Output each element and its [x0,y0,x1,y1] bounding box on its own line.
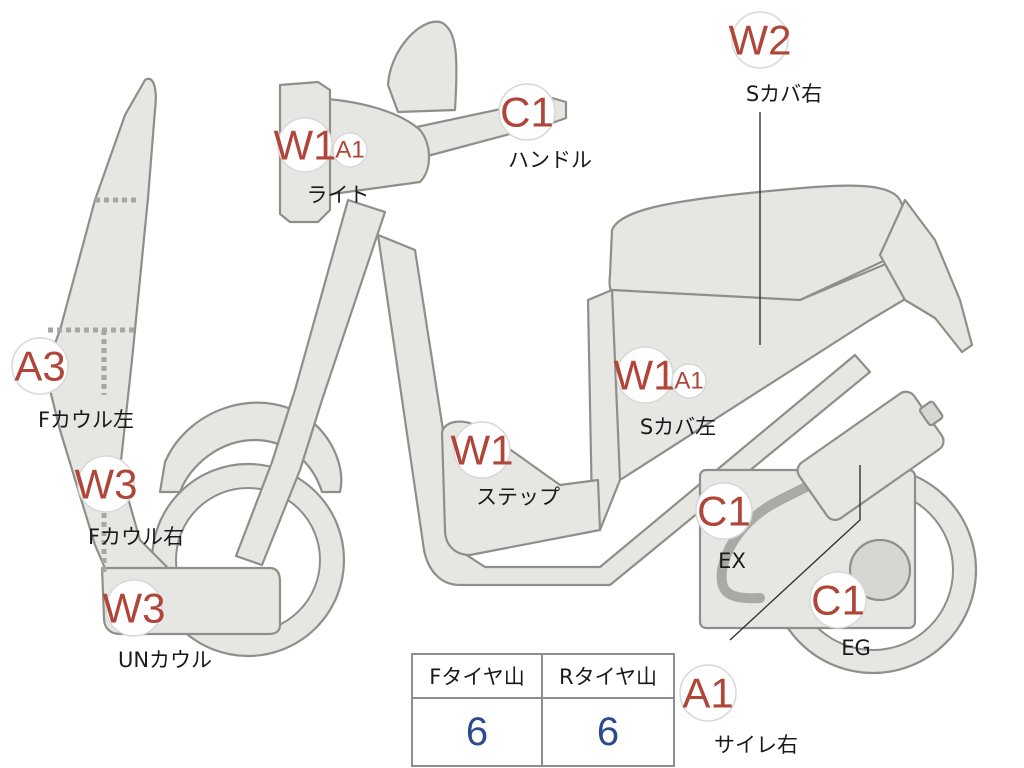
marker-s-cover-right-label: Sカバ右 [746,82,822,106]
front-fork [234,198,387,567]
marker-f-cowl-right-code: W3 [75,461,138,508]
exhaust-pipe [716,460,855,604]
marker-f-cowl-left-code: A3 [14,343,65,390]
marker-muffler-right[interactable]: A1 サイレ右 [679,664,798,757]
marker-s-cover-left-code: W1 [614,352,677,399]
muffler [796,390,945,521]
marker-un-cowl-code: W3 [103,585,166,632]
front-tire-value: 6 [413,699,543,765]
leader-engine [729,465,861,641]
marker-light-code: W1 [274,122,337,169]
marker-s-cover-left-label: Sカバ左 [640,415,716,439]
marker-light-sub: A1 [335,137,364,164]
marker-un-cowl[interactable]: W3 UNカウル [103,579,213,672]
engine-hub [848,538,912,602]
marker-ex-code: C1 [697,488,751,535]
marker-f-cowl-left-label: Fカウル左 [38,408,134,432]
marker-handle[interactable]: C1 ハンドル [498,83,592,172]
marker-light[interactable]: W1 A1 ライト [274,117,370,207]
floor-frame [376,233,872,587]
headlight-housing [310,96,431,198]
marker-step-label: ステップ [476,485,560,509]
marker-ex-label: EX [718,549,746,573]
marker-f-cowl-right[interactable]: W3 Fカウル右 [75,455,185,549]
marker-eg-label: EG [841,636,871,660]
marker-s-cover-right-code: W2 [729,17,792,64]
marker-ex[interactable]: C1 EX [695,482,753,573]
marker-light-label: ライト [307,183,370,207]
rear-tire-value: 6 [596,709,620,754]
marker-step-code: W1 [451,427,514,474]
tire-tread-table: Fタイヤ山 Rタイヤ山 6 6 [411,653,675,767]
marker-s-cover-left-sub: A1 [674,368,703,395]
rear-tire-header: Rタイヤ山 [543,655,673,699]
marker-handle-label: ハンドル [508,148,592,172]
marker-s-cover-right[interactable]: W2 Sカバ右 [729,11,823,106]
marker-handle-code: C1 [500,89,554,136]
marker-step[interactable]: W1 ステップ [451,421,561,509]
marker-s-cover-left[interactable]: W1 A1 Sカバ左 [614,346,717,439]
front-tire-header: Fタイヤ山 [413,655,543,699]
side-cover-lower [586,288,622,532]
marker-f-cowl-right-label: Fカウル右 [88,525,184,549]
marker-eg[interactable]: C1 EG [809,571,871,660]
marker-muffler-right-label: サイレ右 [714,733,798,757]
rear-tail [878,198,974,354]
marker-un-cowl-label: UNカウル [118,648,212,672]
marker-eg-code: C1 [811,577,865,624]
windscreen [386,20,458,114]
marker-f-cowl-left[interactable]: A3 Fカウル左 [11,337,134,432]
marker-muffler-right-code: A1 [682,670,733,717]
